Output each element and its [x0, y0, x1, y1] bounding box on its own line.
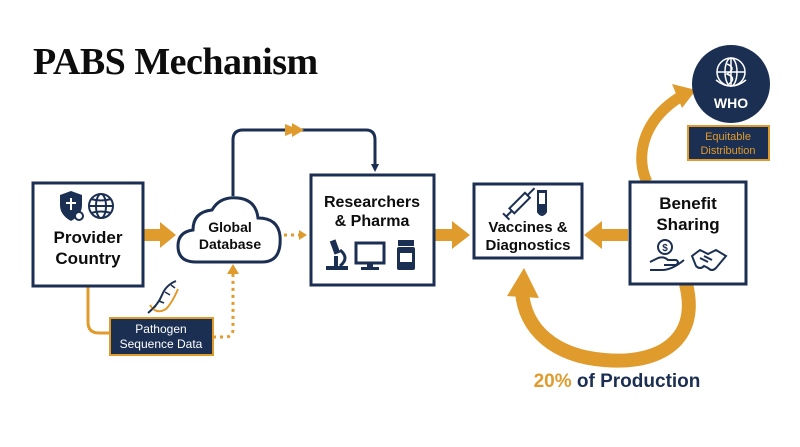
vaccines-label-line2: Diagnostics [485, 237, 570, 254]
page-title: PABS Mechanism [33, 41, 318, 83]
node-researchers-pharma: Researchers & Pharma [309, 173, 436, 287]
arrow-provider-to-pathogen [86, 286, 109, 335]
arrow-dotted-head [299, 230, 307, 240]
database-label-line2: Database [199, 236, 261, 252]
equitable-line2: Distribution [700, 145, 755, 157]
benefit-label-line1: Benefit [659, 194, 717, 213]
pathogen-line2: Sequence Data [120, 337, 203, 351]
arrow-production-head [507, 268, 539, 298]
pill-bottle-icon [397, 240, 415, 270]
arrow-benefit-to-who [636, 92, 684, 185]
provider-label-line2: Country [55, 249, 121, 268]
handshake-icon [690, 248, 728, 271]
globe-icon [88, 193, 114, 219]
svg-text:$: $ [662, 243, 668, 254]
vaccines-label-line1: Vaccines & [488, 219, 567, 236]
who-emblem-icon [715, 57, 747, 87]
production-percent: 20% [534, 371, 572, 392]
arrow-pathogen-to-database [213, 272, 235, 339]
arrow-top-gold-head [292, 123, 304, 137]
coin-hand-icon: $ [649, 239, 685, 271]
node-provider-country: Provider Country [31, 181, 145, 288]
node-global-database: Global Database [176, 196, 282, 264]
database-label-line1: Global [208, 219, 252, 235]
test-tube-icon [537, 190, 547, 216]
researchers-label-line1: Researchers [324, 194, 420, 211]
syringe-icon [502, 187, 536, 221]
arrow-database-to-researchers [231, 128, 379, 196]
dna-icon [147, 280, 179, 314]
node-who: WHO [692, 45, 770, 123]
shield-icon [60, 191, 84, 221]
production-label: 20% of Production [534, 371, 701, 392]
tag-equitable-distribution: Equitable Distribution [687, 125, 770, 161]
arrow-production-curve [515, 282, 696, 368]
tag-pathogen-sequence-data: Pathogen Sequence Data [109, 280, 214, 356]
cloud-icon [176, 196, 282, 264]
production-text: of Production [572, 371, 701, 392]
equitable-line1: Equitable [705, 131, 751, 143]
node-vaccines-diagnostics: Vaccines & Diagnostics [472, 182, 584, 260]
arrow-pathogen-head [227, 264, 239, 274]
provider-label-line1: Provider [54, 228, 123, 247]
microscope-icon [326, 239, 348, 270]
arrow-researchers-to-vaccines [434, 221, 470, 249]
who-label: WHO [714, 95, 748, 111]
arrow-benefit-to-vaccines [584, 221, 628, 249]
benefit-label-line2: Sharing [656, 215, 719, 234]
pathogen-line1: Pathogen [135, 322, 186, 336]
node-benefit-sharing: Benefit Sharing $ [628, 180, 748, 286]
researchers-label-line2: & Pharma [335, 213, 410, 230]
arrow-provider-to-database [143, 222, 176, 248]
arrow-who-head [672, 84, 696, 108]
monitor-icon [354, 241, 386, 270]
